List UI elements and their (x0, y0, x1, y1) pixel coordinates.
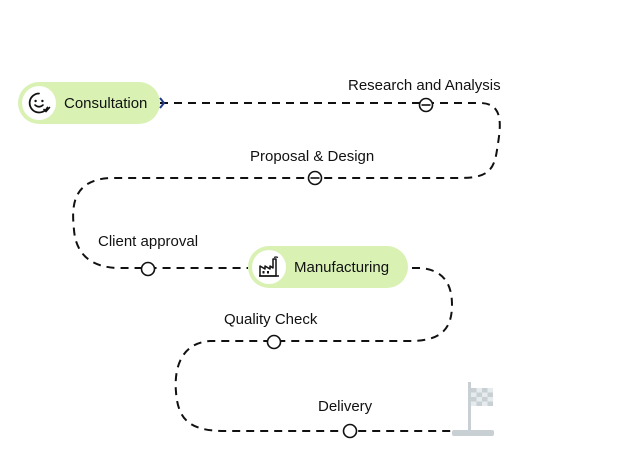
step-label-quality: Quality Check (224, 311, 318, 328)
milestone-consultation: Consultation (18, 82, 160, 124)
milestone-manufacturing: Manufacturing (248, 246, 408, 288)
finish-flag-icon (452, 382, 494, 436)
route-line (72, 102, 501, 432)
step-label-approval: Client approval (98, 233, 199, 250)
milestone-label: Manufacturing (294, 258, 390, 276)
step-marker-proposal (307, 170, 323, 186)
factory-icon (252, 250, 286, 284)
step-label-delivery: Delivery (318, 398, 373, 415)
milestone-label: Consultation (64, 94, 148, 112)
step-label-research: Research and Analysis (348, 77, 501, 94)
step-marker-research (418, 97, 434, 113)
consultation-smile-icon (22, 86, 56, 120)
step-label-proposal: Proposal & Design (250, 148, 375, 165)
step-marker-quality (266, 334, 282, 350)
start-tick (159, 97, 166, 109)
step-marker-delivery (342, 423, 358, 439)
step-marker-approval (140, 261, 156, 277)
